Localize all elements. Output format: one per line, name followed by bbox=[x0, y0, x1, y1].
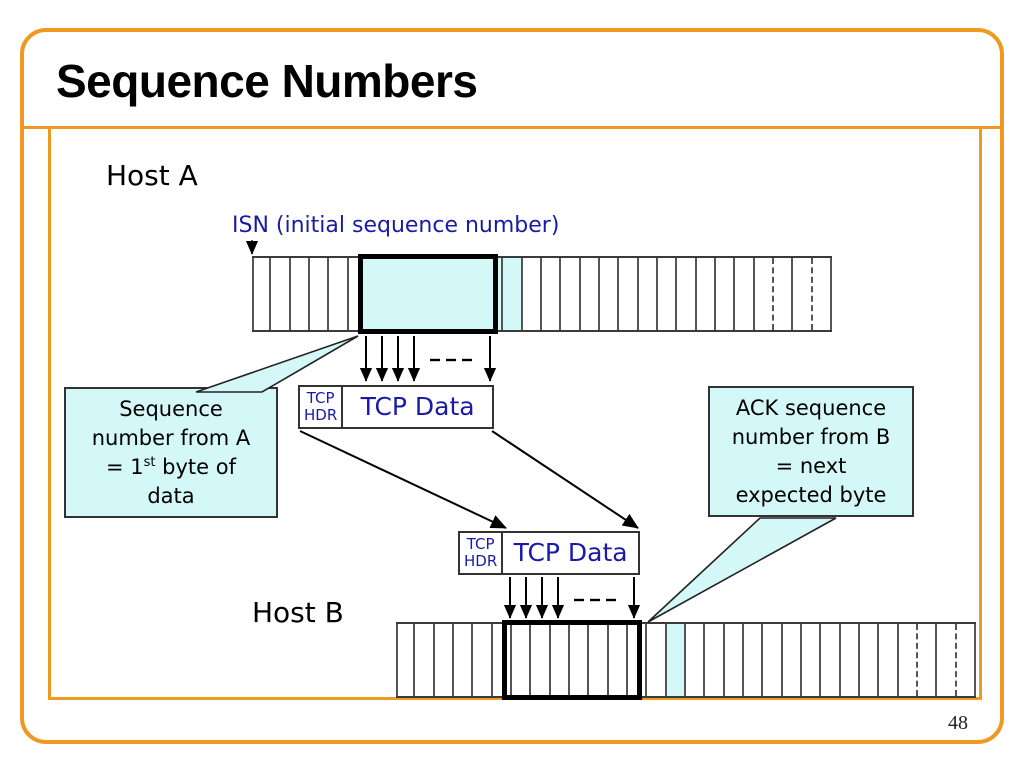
byte-cell bbox=[589, 624, 609, 696]
callout-line-3-pre: = 1 bbox=[105, 454, 144, 479]
sequence-callout-tail bbox=[195, 335, 359, 393]
byte-cell bbox=[570, 624, 590, 696]
byte-cell bbox=[774, 258, 794, 330]
ack-callout-line-2: number from B bbox=[731, 424, 891, 449]
byte-cell bbox=[291, 258, 310, 330]
byte-cell bbox=[899, 624, 918, 696]
title-separator-rule bbox=[22, 126, 1002, 129]
page-title: Sequence Numbers bbox=[56, 55, 478, 107]
byte-cell bbox=[493, 624, 512, 696]
ack-callout-line-1: ACK sequence bbox=[735, 395, 887, 420]
host-a-byte-stream bbox=[252, 256, 832, 332]
ordinal-suffix: st bbox=[143, 454, 156, 470]
byte-cell bbox=[271, 258, 291, 330]
byte-cell bbox=[879, 624, 899, 696]
callout-line-4: data bbox=[147, 483, 195, 508]
ack-callout-line-4: expected byte bbox=[735, 482, 887, 507]
tcp-data-field: TCP Data bbox=[360, 392, 475, 421]
byte-cell bbox=[415, 624, 435, 696]
byte-cell bbox=[542, 258, 562, 330]
tcp-header-line2-2: HDR bbox=[464, 552, 498, 570]
byte-cell bbox=[725, 624, 744, 696]
byte-cell bbox=[860, 624, 880, 696]
byte-cell bbox=[329, 258, 349, 330]
byte-cell bbox=[551, 624, 570, 696]
byte-cell bbox=[252, 258, 272, 330]
byte-cell bbox=[918, 624, 938, 696]
byte-cell bbox=[512, 624, 532, 696]
host-a-send-window bbox=[358, 254, 498, 334]
byte-cell bbox=[755, 258, 774, 330]
byte-cell bbox=[503, 258, 523, 330]
byte-cell bbox=[813, 258, 832, 330]
byte-cell bbox=[793, 258, 813, 330]
callout-line-1: Sequence bbox=[119, 396, 223, 421]
byte-cell bbox=[744, 624, 764, 696]
byte-cell bbox=[523, 258, 542, 330]
byte-cell bbox=[396, 624, 416, 696]
byte-cell bbox=[957, 624, 976, 696]
ack-sequence-callout: ACK sequence number from B = next expect… bbox=[708, 386, 914, 517]
callout-line-2: number from A bbox=[91, 425, 251, 450]
byte-cell bbox=[581, 258, 600, 330]
tcp-data-field-2: TCP Data bbox=[513, 538, 628, 567]
byte-cell bbox=[666, 624, 686, 696]
byte-cell bbox=[821, 624, 841, 696]
byte-cell bbox=[937, 624, 957, 696]
byte-cell bbox=[310, 258, 330, 330]
tcp-header-line1-2: TCP bbox=[466, 535, 495, 553]
byte-cell bbox=[686, 624, 706, 696]
byte-cell bbox=[763, 624, 783, 696]
ack-callout-tail bbox=[647, 517, 837, 623]
host-a-label: Host A bbox=[106, 159, 198, 192]
tcp-header-field: TCP HDR bbox=[300, 387, 344, 427]
byte-cell bbox=[473, 624, 493, 696]
page-number: 48 bbox=[948, 712, 968, 734]
byte-cell bbox=[531, 624, 551, 696]
byte-cell bbox=[783, 624, 802, 696]
byte-cell bbox=[619, 258, 639, 330]
byte-cell bbox=[647, 624, 667, 696]
host-b-byte-stream bbox=[396, 622, 976, 698]
transmission-arrow-left bbox=[299, 430, 507, 529]
byte-cell bbox=[677, 258, 697, 330]
byte-cell bbox=[639, 258, 658, 330]
byte-cell bbox=[841, 624, 860, 696]
byte-cell bbox=[716, 258, 736, 330]
byte-cell bbox=[802, 624, 822, 696]
callout-line-3-post: byte of bbox=[155, 454, 237, 479]
host-b-received-window bbox=[502, 620, 642, 700]
host-b-label: Host B bbox=[252, 596, 344, 629]
packet-from-b: TCP HDR TCP Data bbox=[458, 531, 640, 575]
byte-cell bbox=[561, 258, 581, 330]
byte-cell bbox=[609, 624, 628, 696]
packet-from-a: TCP HDR TCP Data bbox=[298, 385, 494, 429]
byte-cell bbox=[658, 258, 678, 330]
isn-label: ISN (initial sequence number) bbox=[232, 213, 560, 238]
byte-cell bbox=[705, 624, 725, 696]
byte-cell bbox=[735, 258, 755, 330]
byte-cell bbox=[435, 624, 454, 696]
sequence-number-callout: Sequence number from A = 1st byte of dat… bbox=[64, 387, 278, 518]
tcp-header-field-2: TCP HDR bbox=[460, 533, 504, 573]
tcp-header-line2: HDR bbox=[304, 406, 338, 424]
tcp-header-line1: TCP bbox=[306, 389, 335, 407]
byte-cell bbox=[628, 624, 648, 696]
callout-line-3: = 1st byte of bbox=[106, 453, 236, 482]
ack-callout-line-3: = next bbox=[775, 453, 847, 478]
transmission-arrow-right bbox=[491, 430, 639, 529]
byte-cell bbox=[454, 624, 474, 696]
byte-cell bbox=[697, 258, 716, 330]
byte-cell bbox=[600, 258, 620, 330]
